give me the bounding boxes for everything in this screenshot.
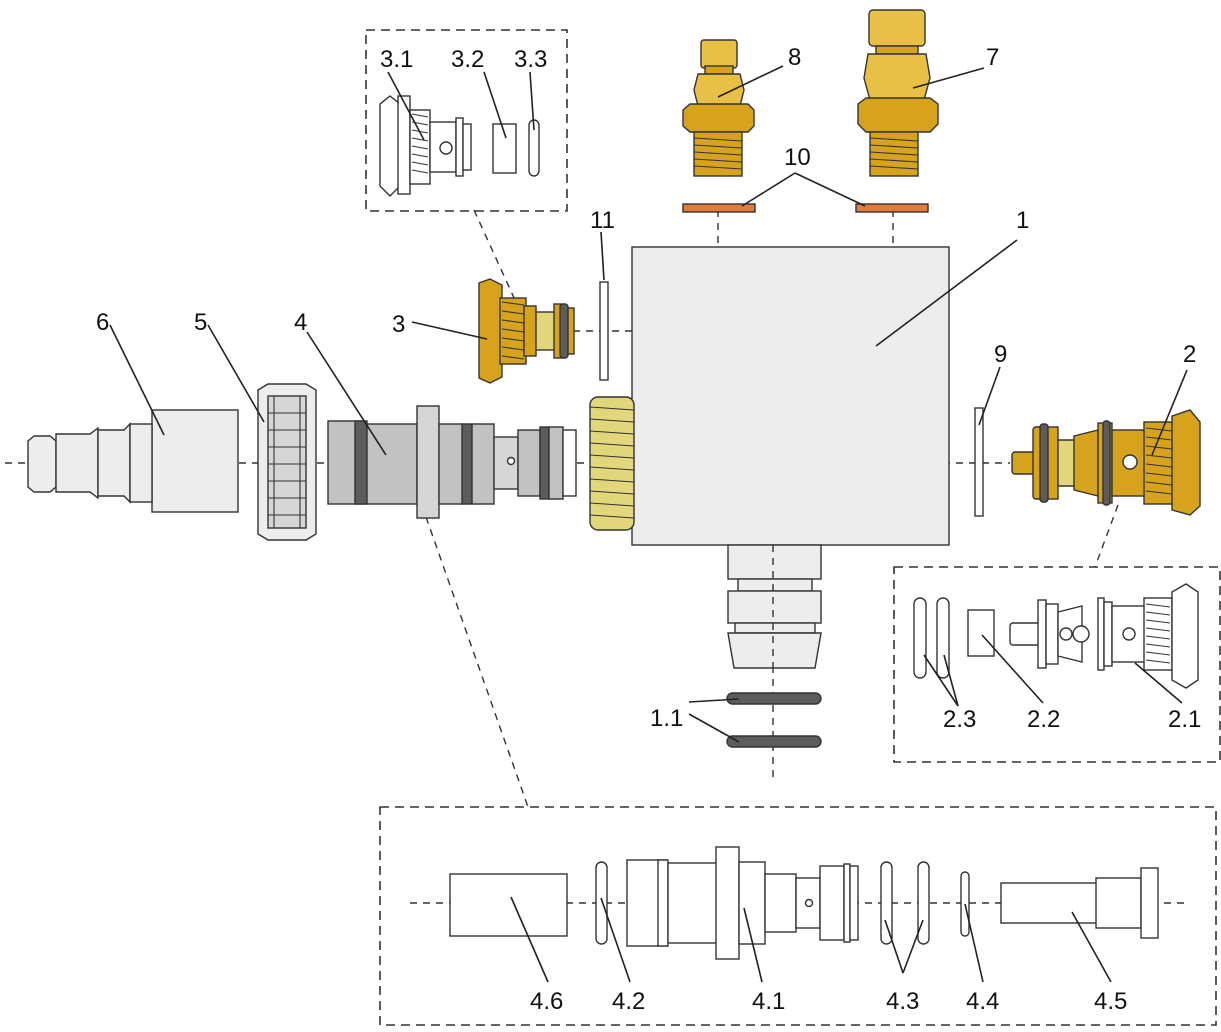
hose-barb: [27, 409, 239, 513]
o-rings: [726, 692, 822, 748]
label-4-2: 4.2: [612, 988, 645, 1015]
label-3-1: 3.1: [380, 46, 413, 73]
nipple-small: [682, 39, 755, 177]
valve-top: [478, 278, 575, 384]
detail-2-parts: [913, 583, 1199, 689]
label-7: 7: [986, 44, 999, 71]
label-3: 3: [392, 311, 405, 338]
label-11: 11: [590, 207, 615, 234]
coupling: [327, 405, 577, 519]
label-10: 10: [784, 144, 811, 171]
part-labels: 1 1.1 2 2.1 2.2 2.3 3 3.1 3.2 3.3 4 4.1 …: [96, 44, 1201, 1015]
detail-3-parts: [379, 95, 540, 197]
detail-box-4: [379, 806, 1217, 1026]
center-lines: [5, 209, 1185, 904]
nut: [257, 383, 317, 541]
label-4: 4: [294, 309, 307, 336]
label-1-1: 1.1: [650, 705, 683, 732]
label-4-3: 4.3: [886, 988, 919, 1015]
nipple-large: [857, 9, 939, 177]
washer-right: [974, 407, 984, 517]
label-4-5: 4.5: [1094, 988, 1127, 1015]
valve-body: [589, 246, 950, 669]
copper-washers: [682, 203, 929, 213]
washer-top: [599, 281, 609, 381]
label-4-4: 4.4: [966, 988, 999, 1015]
label-8: 8: [788, 44, 801, 71]
label-5: 5: [194, 309, 207, 336]
detail-box-3: [365, 29, 568, 212]
label-6: 6: [96, 309, 109, 336]
detail-4-parts: [449, 846, 1159, 960]
valve-right: [1011, 409, 1201, 516]
detail-box-2: [893, 566, 1221, 763]
label-2: 2: [1183, 341, 1196, 368]
label-4-6: 4.6: [530, 988, 563, 1015]
label-4-1: 4.1: [752, 988, 785, 1015]
label-1: 1: [1016, 207, 1029, 234]
label-3-3: 3.3: [514, 46, 547, 73]
label-3-2: 3.2: [451, 46, 484, 73]
label-2-3: 2.3: [943, 706, 976, 733]
label-2-1: 2.1: [1168, 706, 1201, 733]
label-9: 9: [994, 341, 1007, 368]
label-2-2: 2.2: [1027, 706, 1060, 733]
leader-lines: [109, 65, 1188, 983]
